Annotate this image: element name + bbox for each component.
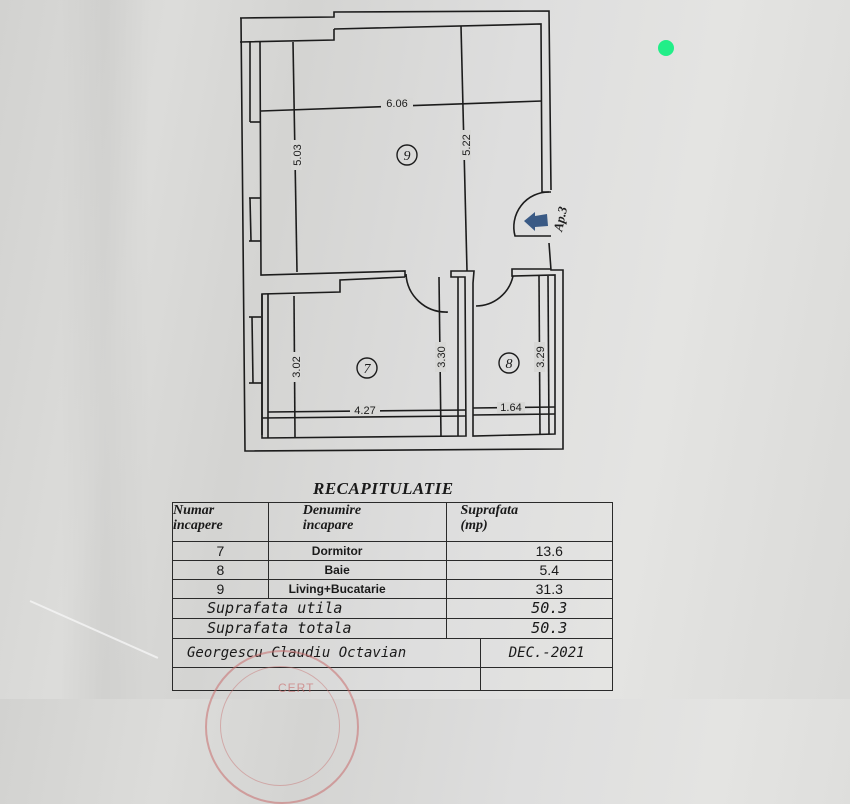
header-text: Numar xyxy=(173,503,215,518)
dim-room7-width: 4.27 xyxy=(354,405,375,417)
useful-area-value: 50.3 xyxy=(445,598,613,619)
cell-room-number: 8 xyxy=(172,560,269,580)
total-area-label: Suprafata totala xyxy=(172,618,447,639)
cell-room-area: 31.3 xyxy=(445,579,613,599)
document-date: DEC.-2021 xyxy=(480,638,613,668)
wall-line xyxy=(472,413,556,416)
room-9-circle xyxy=(396,144,418,166)
room-8-number: 8 xyxy=(506,357,513,372)
table-row: 8 Baie 5.4 xyxy=(172,560,613,580)
author-name: Georgescu Claudiu Octavian xyxy=(171,638,482,668)
cell-room-name: Living+Bucatarie xyxy=(267,579,447,599)
dim-room7-right-height: 3.30 xyxy=(436,346,448,367)
dim-room8-width: 1.64 xyxy=(500,402,521,414)
room-8-circle xyxy=(498,352,520,374)
cell-room-area: 13.6 xyxy=(445,541,613,561)
header-text: incapare xyxy=(302,518,354,533)
header-text: Denumire xyxy=(302,503,362,518)
cell-room-name: Baie xyxy=(267,560,447,580)
door-arc-room7 xyxy=(405,273,448,313)
entrance-label: Ap.3 xyxy=(550,205,570,234)
header-text: Suprafata xyxy=(460,503,519,518)
header-text: incapere xyxy=(173,518,223,533)
header-room-number: Numar incapere xyxy=(172,502,269,542)
cell-room-area: 5.4 xyxy=(445,560,613,580)
inner-wall-room7 xyxy=(261,268,556,439)
window-line xyxy=(251,316,254,384)
room-7-circle xyxy=(356,357,378,379)
summary-title: RECAPITULATIE xyxy=(313,479,454,498)
entrance-arrow-icon xyxy=(524,212,548,231)
total-area-row: Suprafata totala 50.3 xyxy=(172,618,613,639)
stamp-text: CERT xyxy=(278,681,315,695)
inner-wall-room9-left xyxy=(239,29,335,43)
wall-line xyxy=(261,415,467,419)
cell-room-number: 9 xyxy=(172,579,269,599)
door-arc-room8 xyxy=(475,275,514,307)
dim-room9-width: 6.06 xyxy=(386,98,407,110)
room-7-number: 7 xyxy=(364,362,372,377)
total-area-value: 50.3 xyxy=(445,618,613,639)
window-line xyxy=(249,197,252,242)
table-row: 9 Living+Bucatarie 31.3 xyxy=(172,579,613,599)
dim-room7-left-height: 3.02 xyxy=(291,356,303,377)
wall-line xyxy=(547,275,550,435)
floor-plan: 6.06 5.03 5.22 3.02 3.30 4.27 3.29 1.64 xyxy=(239,10,570,452)
useful-area-label: Suprafata utila xyxy=(172,598,447,619)
useful-area-row: Suprafata utila 50.3 xyxy=(172,598,613,619)
header-text: (mp) xyxy=(460,518,488,533)
cell-room-name: Dormitor xyxy=(267,541,447,561)
dim-room8-height: 3.29 xyxy=(535,346,547,367)
outer-wall-bottom xyxy=(240,17,564,452)
empty-cell xyxy=(480,667,613,691)
dim-room9-left-height: 5.03 xyxy=(292,144,304,165)
header-room-name: Denumire incapare xyxy=(267,502,447,542)
marker-dot xyxy=(658,40,674,56)
room-9-number: 9 xyxy=(404,149,411,164)
header-area: Suprafata (mp) xyxy=(445,502,613,542)
outer-wall xyxy=(239,10,552,191)
table-row: 7 Dormitor 13.6 xyxy=(172,541,613,561)
cell-room-number: 7 xyxy=(172,541,269,561)
table-header-row: Numar incapere Denumire incapare Suprafa… xyxy=(172,502,613,542)
door-arc-entrance xyxy=(513,191,551,237)
paper-fold-shadow xyxy=(60,0,150,699)
inner-wall-room9-left2 xyxy=(259,40,406,277)
dim-room9-right-height: 5.22 xyxy=(461,134,473,155)
